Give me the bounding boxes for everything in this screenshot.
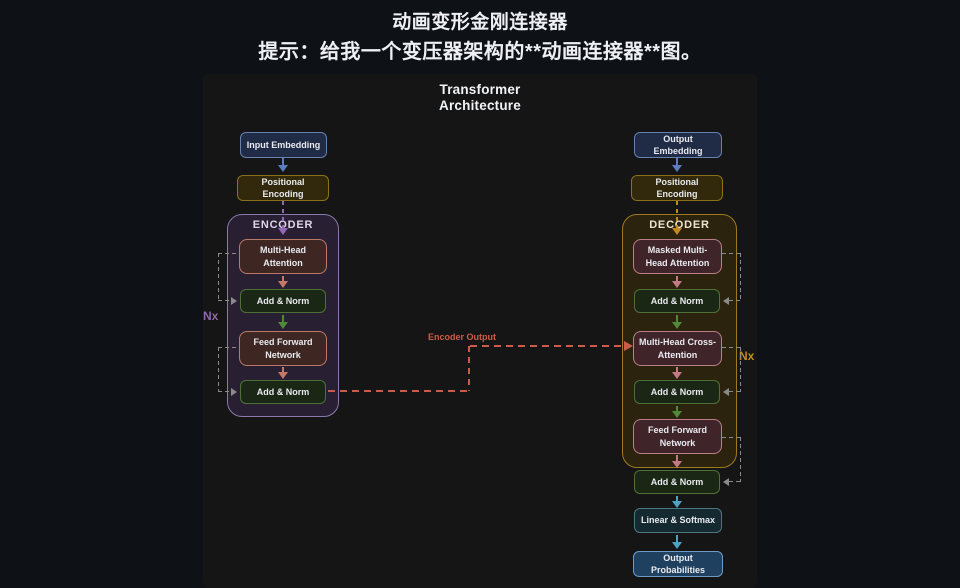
encoder-add-norm-1-node: Add & Norm — [240, 289, 326, 313]
encoder-nx-label: Nx — [203, 309, 219, 323]
positional-encoding-left-node: Positional Encoding — [237, 175, 329, 201]
encoder-add-norm-2-node: Add & Norm — [240, 380, 326, 404]
cross-attention-node: Multi-Head Cross-Attention — [633, 331, 722, 366]
input-embedding-node: Input Embedding — [240, 132, 327, 158]
prompt-text: 提示：给我一个变压器架构的**动画连接器**图。 — [258, 41, 702, 63]
decoder-add-norm-3-node: Add & Norm — [634, 470, 720, 494]
linear-softmax-node: Linear & Softmax — [634, 508, 722, 533]
page-title: 动画变形金刚连接器 — [392, 12, 568, 33]
output-embedding-node: Output Embedding — [634, 132, 722, 158]
decoder-add-norm-1-node: Add & Norm — [634, 289, 720, 313]
decoder-feed-forward-node: Feed Forward Network — [633, 419, 722, 454]
positional-encoding-right-node: Positional Encoding — [631, 175, 723, 201]
masked-multi-head-attention-node: Masked Multi-Head Attention — [633, 239, 722, 274]
diagram-title-line1: Transformer — [439, 82, 521, 97]
diagram-title: Transformer Architecture — [203, 82, 757, 114]
encoder-output-label: Encoder Output — [428, 332, 496, 342]
decoder-add-norm-2-node: Add & Norm — [634, 380, 720, 404]
diagram-title-line2: Architecture — [439, 98, 521, 113]
output-probabilities-node: Output Probabilities — [633, 551, 723, 577]
multi-head-attention-node: Multi-Head Attention — [239, 239, 327, 274]
decoder-nx-label: Nx — [739, 349, 755, 363]
encoder-feed-forward-node: Feed Forward Network — [239, 331, 327, 366]
decoder-label: DECODER — [649, 219, 710, 231]
